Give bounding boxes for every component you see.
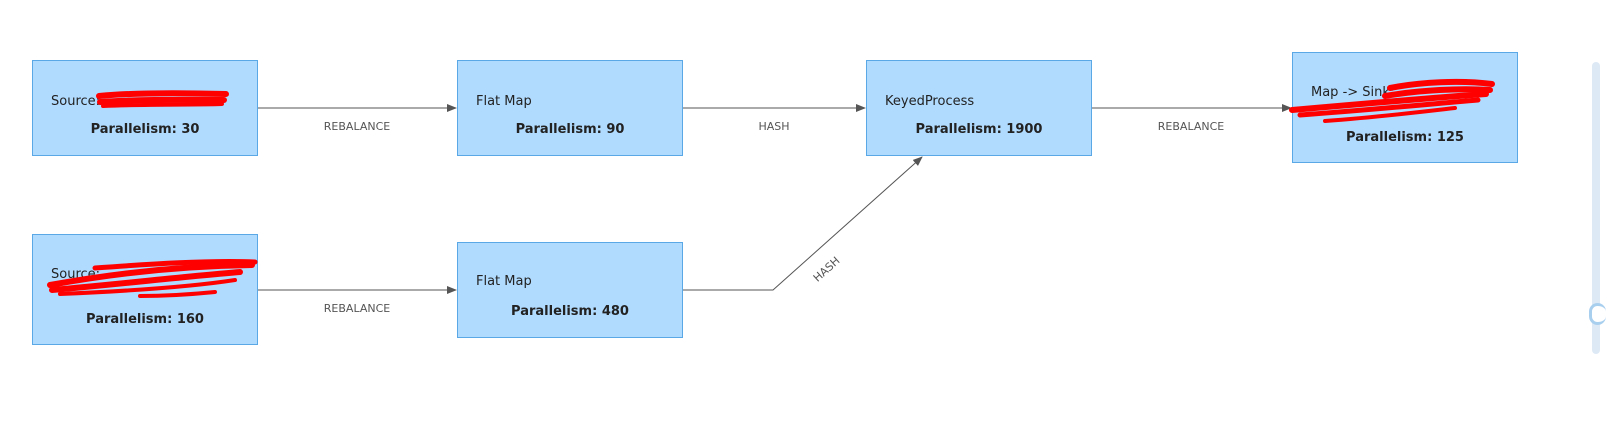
edge-label-keyed-sink: REBALANCE xyxy=(1158,120,1224,133)
node-keyed-process[interactable]: KeyedProcess Parallelism: 1900 xyxy=(866,60,1092,156)
node-parallelism: Parallelism: 90 xyxy=(515,122,625,137)
node-title: KeyedProcess xyxy=(885,94,975,109)
node-source-1[interactable]: Source: Parallelism: 30 xyxy=(32,60,258,156)
node-flat-map-1[interactable]: Flat Map Parallelism: 90 xyxy=(457,60,683,156)
scroll-handle-icon[interactable] xyxy=(1589,303,1606,325)
edge-label-source1-flatmap1: REBALANCE xyxy=(324,120,390,133)
edge-label-source2-flatmap2: REBALANCE xyxy=(324,302,390,315)
node-parallelism: Parallelism: 30 xyxy=(90,122,200,137)
node-map-sink[interactable]: Map -> Sink: Parallelism: 125 xyxy=(1292,52,1518,163)
node-title: Map -> Sink: xyxy=(1311,85,1395,100)
edge-label-flatmap1-keyed: HASH xyxy=(758,120,789,133)
node-title: Source: xyxy=(51,267,101,282)
edge-flatmap2-keyed xyxy=(683,156,923,291)
node-parallelism: Parallelism: 480 xyxy=(511,304,629,319)
node-flat-map-2[interactable]: Flat Map Parallelism: 480 xyxy=(457,242,683,338)
node-title: Source: xyxy=(51,94,101,109)
node-source-2[interactable]: Source: Parallelism: 160 xyxy=(32,234,258,345)
node-parallelism: Parallelism: 125 xyxy=(1346,130,1464,145)
node-title: Flat Map xyxy=(476,274,532,289)
vertical-scrollbar[interactable] xyxy=(1592,62,1600,354)
node-title: Flat Map xyxy=(476,94,532,109)
edge-label-flatmap2-keyed: HASH xyxy=(811,254,843,284)
node-parallelism: Parallelism: 160 xyxy=(86,312,204,327)
node-parallelism: Parallelism: 1900 xyxy=(915,122,1043,137)
